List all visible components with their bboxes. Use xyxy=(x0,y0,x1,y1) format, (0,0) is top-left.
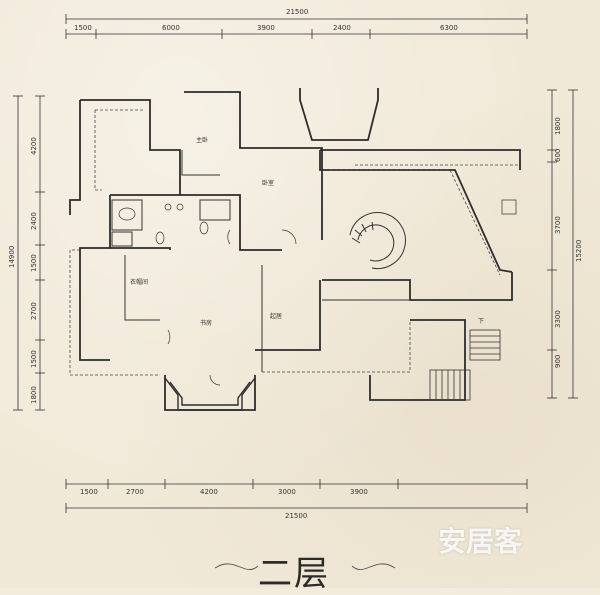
bottom-total-label: 21500 xyxy=(285,512,307,520)
left-seg-label-0: 4200 xyxy=(30,137,38,155)
left-seg-label-4: 1500 xyxy=(30,350,38,368)
room-label-r1: 主卧 xyxy=(196,136,208,144)
room-label-r5: 起居 xyxy=(270,312,282,320)
inner-walls xyxy=(111,150,410,372)
walls xyxy=(69,88,521,411)
top-seg-label-2: 3900 xyxy=(257,24,275,32)
right-seg-label-3: 3300 xyxy=(554,310,562,328)
room-label-r3: 衣帽间 xyxy=(130,278,148,286)
room-label-r4: 书房 xyxy=(200,319,212,327)
top-total-label: 21500 xyxy=(286,8,308,16)
title-flourish-icon xyxy=(214,563,396,571)
door-swings xyxy=(167,229,297,386)
floor-title: 二层 xyxy=(258,554,330,594)
fixtures xyxy=(118,199,517,245)
room-label-r6: 下 xyxy=(478,318,484,325)
watermark-logo: 安居客 xyxy=(438,525,523,558)
right-seg-label-1: 600 xyxy=(554,149,562,162)
top-seg-label-1: 6000 xyxy=(162,24,180,32)
top-seg-label-3: 2400 xyxy=(333,24,351,32)
left-seg-label-3: 2700 xyxy=(30,302,38,320)
top-seg-label-0: 1500 xyxy=(74,24,92,32)
right-total-label: 15200 xyxy=(575,240,583,262)
bottom-seg-label-3: 3000 xyxy=(278,488,296,496)
left-total-label: 14900 xyxy=(8,246,16,268)
bottom-seg-label-1: 2700 xyxy=(126,488,144,496)
bottom-seg-label-2: 4200 xyxy=(200,488,218,496)
left-seg-label-2: 1500 xyxy=(30,254,38,272)
dashed-outline xyxy=(69,109,520,376)
right-seg-label-4: 900 xyxy=(554,355,562,368)
straight-stair xyxy=(429,329,501,401)
bottom-seg-label-4: 3900 xyxy=(350,488,368,496)
right-seg-label-0: 1800 xyxy=(554,117,562,135)
right-seg-label-2: 3700 xyxy=(554,216,562,234)
left-seg-label-5: 1800 xyxy=(30,386,38,404)
bay-window xyxy=(164,377,256,411)
room-label-r2: 卧室 xyxy=(262,179,274,187)
bottom-seg-label-0: 1500 xyxy=(80,488,98,496)
left-seg-label-1: 2400 xyxy=(30,212,38,230)
top-seg-label-4: 6300 xyxy=(440,24,458,32)
spiral-stair xyxy=(349,212,406,270)
